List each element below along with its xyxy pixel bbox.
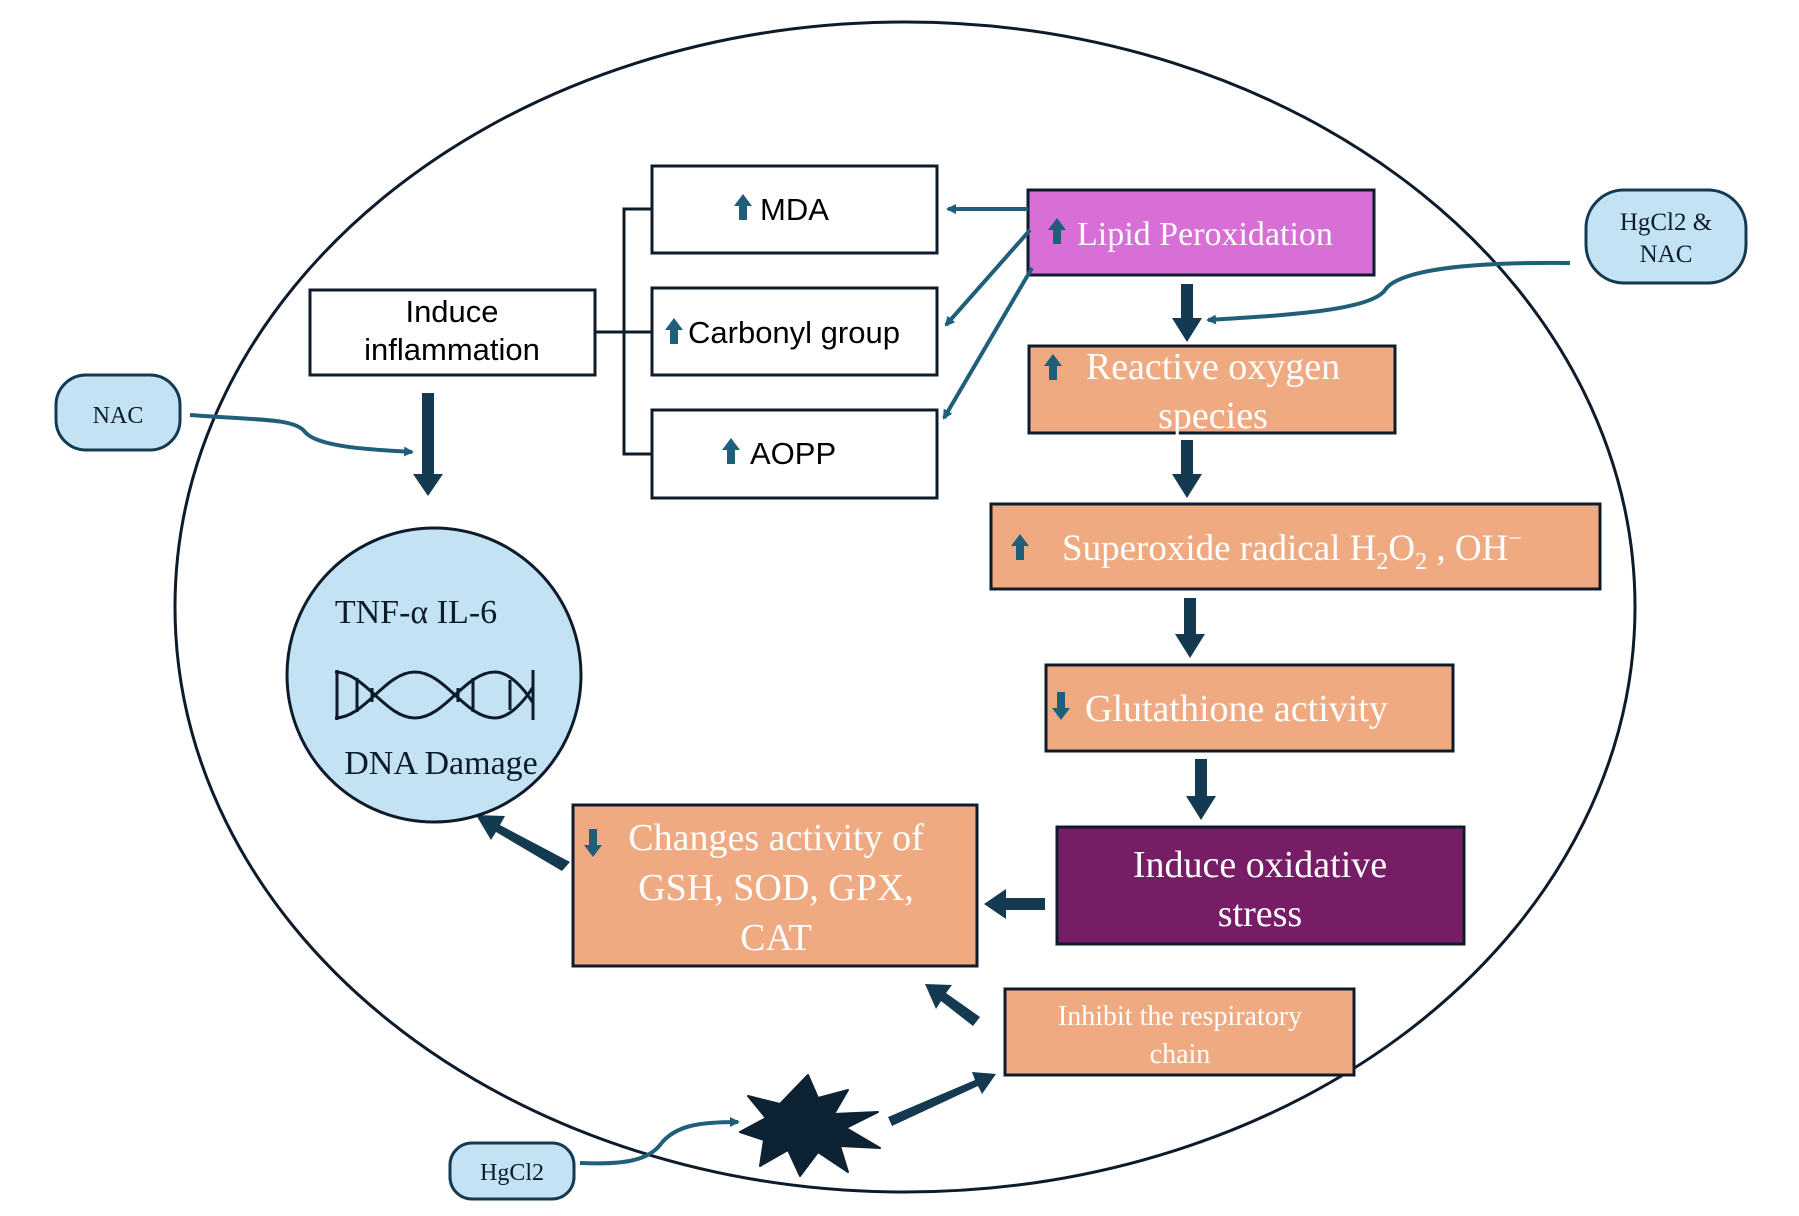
arrow-down-icon (1052, 692, 1070, 720)
arrow-down-icon (584, 829, 602, 857)
arrow-hgcl2-to-burst (579, 1117, 740, 1166)
aopp-label: AOPP (750, 436, 836, 471)
mda-box: MDA (650, 164, 939, 255)
flow-arrow-lipid-to-ros (1172, 284, 1202, 342)
arrow-up-icon (1048, 218, 1066, 244)
glutathione-label: Glutathione activity (1085, 688, 1388, 730)
arrow-nac-to-inflammation (189, 413, 414, 457)
arrow-up-icon (1044, 354, 1062, 380)
mda-label: MDA (760, 192, 829, 227)
inhibit-line-2: chain (1150, 1039, 1211, 1070)
bracket-connector (596, 207, 652, 456)
arrow-hgcl2-nac-to-ros (1206, 260, 1571, 325)
cytokines-label: TNF-α IL-6 (335, 594, 497, 631)
inhibit-respiratory-box: Inhibit the respiratory chain (1003, 987, 1356, 1077)
changes-line-2: GSH, SOD, GPX, (638, 867, 914, 909)
changes-line-1: Changes activity of (628, 817, 924, 859)
hgcl2-nac-line-1: HgCl2 & (1620, 209, 1712, 236)
hgcl2-nac-pill: HgCl2 & NAC (1584, 188, 1748, 285)
hgcl2-nac-line-2: NAC (1640, 241, 1693, 268)
lipid-label: Lipid Peroxidation (1077, 216, 1333, 253)
changes-activity-box: Changes activity of GSH, SOD, GPX, CAT (571, 803, 979, 968)
carbonyl-label: Carbonyl group (688, 315, 900, 350)
dna-damage-circle: TNF-α IL-6 DNA Damage (285, 526, 583, 824)
ros-line-1: Reactive oxygen (1086, 346, 1340, 388)
arrow-lipid-to-aopp (942, 266, 1034, 420)
arrow-up-icon (722, 438, 740, 464)
inflammation-line-2: inflammation (364, 332, 540, 367)
flow-arrow-ros-to-superoxide (1172, 440, 1202, 498)
arrow-up-icon (1011, 534, 1029, 560)
oxidative-line-2: stress (1218, 893, 1302, 935)
superoxide-box: Superoxide radical H2O2 , OH− (989, 502, 1602, 591)
flow-arrow-burst-to-inhibit (888, 1072, 996, 1126)
oxidative-stress-box: Induce oxidative stress (1055, 825, 1466, 946)
nac-label: NAC (93, 403, 144, 429)
induce-inflammation-box: Induce inflammation (308, 288, 597, 377)
superoxide-label: Superoxide radical H2O2 , OH− (1062, 526, 1522, 575)
arrow-up-icon (734, 194, 752, 220)
flow-arrow-superoxide-to-glutathione (1175, 598, 1205, 658)
flow-arrow-oxidative-to-changes (984, 889, 1045, 919)
inhibit-line-1: Inhibit the respiratory (1058, 1001, 1302, 1032)
carbonyl-box: Carbonyl group (650, 286, 939, 377)
oxidative-line-1: Induce oxidative (1133, 844, 1387, 886)
dna-helix-icon (334, 670, 535, 720)
hgcl2-pill: HgCl2 (448, 1141, 576, 1201)
changes-line-3: CAT (740, 917, 812, 959)
flow-arrow-inflammation-to-dna (413, 393, 443, 496)
hgcl2-label: HgCl2 (480, 1160, 544, 1186)
ros-box: Reactive oxygen species (1027, 344, 1397, 437)
cell-outline (173, 20, 1637, 1194)
explosion-burst-icon (739, 1074, 881, 1177)
arrow-lipid-to-carbonyl (944, 228, 1032, 327)
dna-damage-label: DNA Damage (344, 745, 538, 782)
aopp-box: AOPP (650, 408, 939, 500)
flow-arrow-changes-to-dna (476, 815, 570, 871)
glutathione-box: Glutathione activity (1044, 663, 1455, 753)
flow-arrow-inhibit-to-changes (925, 984, 980, 1026)
nac-pill: NAC (54, 373, 182, 452)
inflammation-line-1: Induce (405, 294, 498, 329)
flow-arrow-glutathione-to-oxidative (1186, 759, 1216, 820)
lipid-peroxidation-box: Lipid Peroxidation (1026, 188, 1376, 277)
ros-line-2: species (1158, 395, 1268, 437)
arrow-up-icon (665, 318, 683, 344)
